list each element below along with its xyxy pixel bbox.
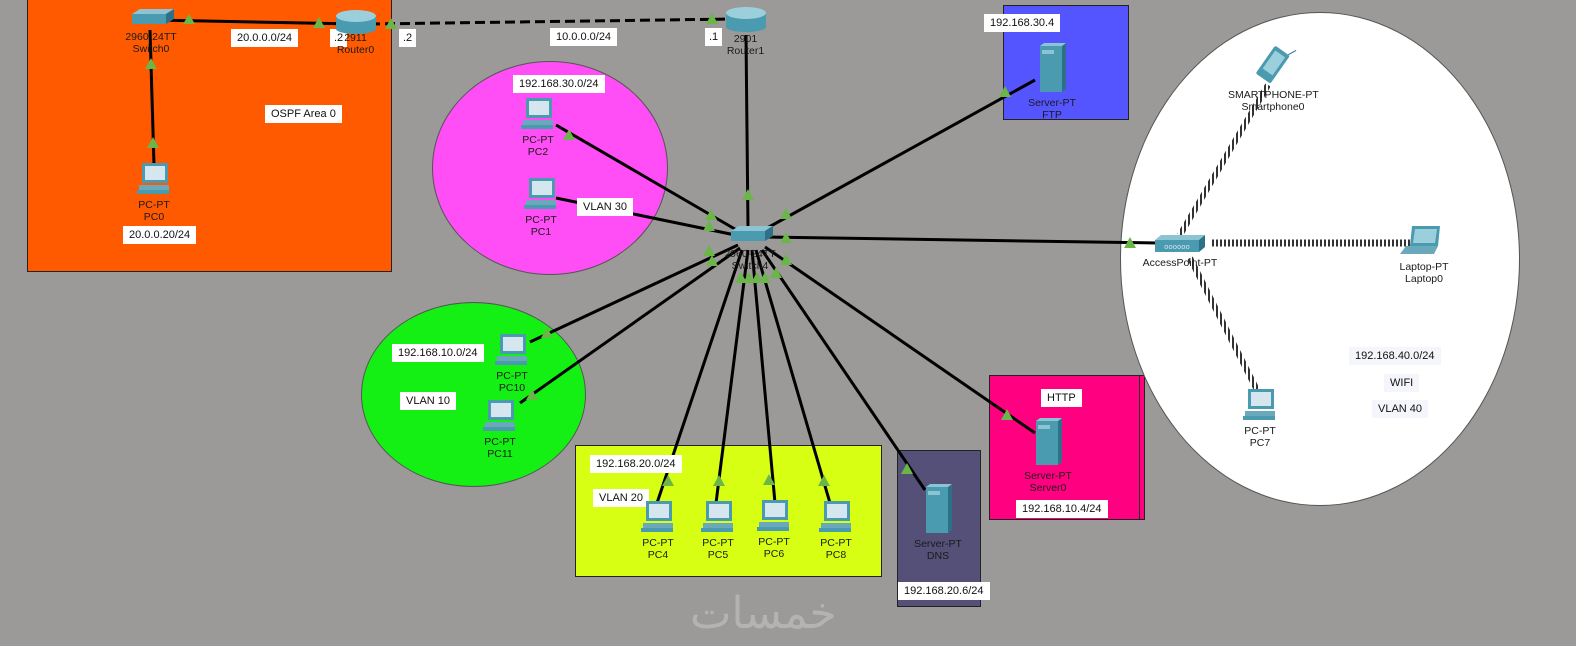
device-pc4[interactable]: PC-PT PC4 [636,500,680,561]
wifi-zone [1120,12,1520,506]
label-http: HTTP [1041,389,1082,407]
device-ftp-server[interactable]: Server-PT FTP [1022,42,1082,121]
device-smartphone0[interactable]: SMARTPHONE-PT Smartphone0 [1228,44,1319,113]
label-r0-left-interface: .2 [330,29,348,47]
pc-icon [524,178,556,209]
laptop-icon [1400,226,1440,254]
link-switch4-pc8 [754,249,832,504]
label-ospf-area: OSPF Area 0 [265,105,342,123]
watermark: خمسات [690,588,837,639]
label-vlan20-network: 192.168.20.0/24 [590,455,682,473]
device-router0[interactable]: 2911 Router0 [328,9,383,56]
link-switch4-pc11 [519,246,741,405]
link-switch4-pc6 [750,249,777,504]
device-pc0[interactable]: PC-PT PC0 [132,162,176,223]
label-wifi-ssid: WIFI [1384,374,1420,392]
device-laptop0[interactable]: Laptop-PT Laptop0 [1394,224,1454,285]
device-pc10[interactable]: PC-PT PC10 [490,333,534,394]
device-pc6[interactable]: PC-PT PC6 [752,499,796,560]
label-vlan30: VLAN 30 [577,198,634,216]
smartphone-icon [1256,46,1297,83]
wireless-ap-pc7 [1187,256,1261,394]
server-icon [926,484,952,533]
label-vlan10: VLAN 10 [400,392,457,410]
vlan10-zone [361,302,586,487]
svg-text:oooooo: oooooo [1164,243,1190,251]
device-pc5[interactable]: PC-PT PC5 [696,500,740,561]
link-switch4-ap [764,235,1159,245]
label-sw0-r0-network: 20.0.0.0/24 [231,29,299,47]
device-pc11[interactable]: PC-PT PC11 [478,399,522,460]
label-dns-ip: 192.168.20.6/24 [898,582,990,600]
label-vlan20: VLAN 20 [593,489,650,507]
device-pc2[interactable]: PC-PT PC2 [516,97,560,158]
switch-icon [132,9,174,24]
label-ftp-ip: 192.168.30.4 [984,14,1061,32]
label-vlan30-network: 192.168.30.0/24 [513,75,605,93]
access-point-icon: oooooo [1155,235,1205,252]
label-vlan10-network: 192.168.10.0/24 [392,344,484,362]
link-router0-router1 [369,17,736,26]
device-router1[interactable]: 2901 Router1 [718,6,773,57]
label-pc0-ip: 20.0.0.20/24 [123,226,197,244]
label-wifi-network: 192.168.40.0/24 [1349,347,1441,365]
device-pc1[interactable]: PC-PT PC1 [519,177,563,238]
pc-icon [1243,389,1275,420]
label-wifi-vlan: VLAN 40 [1372,400,1429,418]
pc-icon [137,163,169,194]
router-icon [335,10,376,34]
link-switch4-pc10 [529,243,739,344]
pc-icon [819,501,851,532]
router-icon [725,7,766,32]
device-switch4[interactable]: 2960-24TT Switch4 [715,225,785,272]
pc-icon [757,500,789,531]
link-switch4-ftp [759,78,1036,234]
pc-icon [701,501,733,532]
device-pc7[interactable]: PC-PT PC7 [1238,388,1282,449]
pc-icon [495,334,527,365]
label-r0-r1-network: 10.0.0.0/24 [550,28,618,46]
label-r0-right-interface: .2 [399,29,417,47]
label-r1-interface: .1 [705,28,723,46]
pc-icon [641,501,673,532]
link-switch4-dns [760,249,927,491]
link-switch4-pc5 [714,249,750,504]
wireless-ap-smartphone [1177,83,1271,237]
device-http-server[interactable]: Server-PT Server0 [1018,417,1078,494]
link-status-indicators [145,13,1136,486]
device-access-point[interactable]: oooooo AccessPoint-PT [1140,234,1220,269]
label-http-ip: 192.168.10.4/24 [1016,500,1108,518]
server-icon [1036,418,1062,465]
device-pc8[interactable]: PC-PT PC8 [814,500,858,561]
switch-icon [731,226,773,241]
server-icon [1040,43,1066,92]
device-switch0[interactable]: 2960-24TT Switch0 [116,8,186,55]
device-dns-server[interactable]: Server-PT DNS [908,483,968,562]
pc-icon [521,98,553,129]
pc-icon [483,400,515,431]
link-switch4-server0 [764,245,1036,435]
